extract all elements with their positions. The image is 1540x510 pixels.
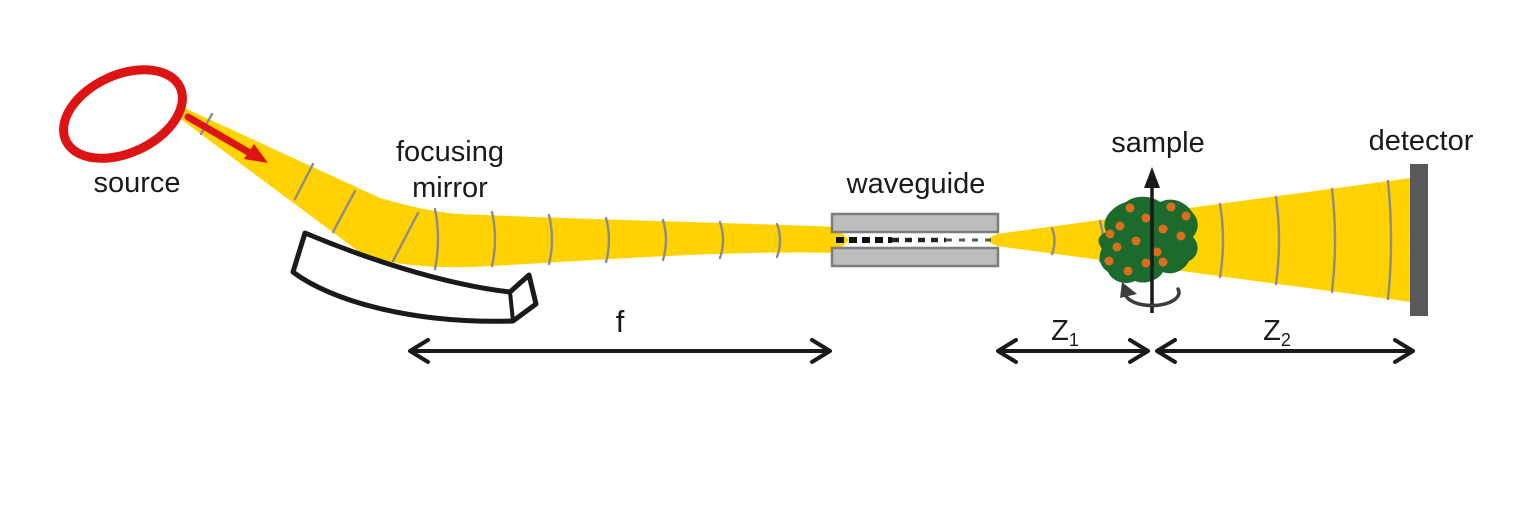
wavefront-line bbox=[604, 216, 611, 264]
beam-waveguide-to-detector bbox=[985, 178, 1411, 302]
focusing-mirror-end-facet bbox=[508, 291, 515, 322]
dim-arrow-f bbox=[408, 338, 832, 364]
wavefront-line bbox=[547, 213, 554, 266]
waveguide-top-plate bbox=[830, 212, 1000, 234]
focusing-mirror-body bbox=[290, 230, 539, 324]
wavefront-line bbox=[331, 189, 357, 234]
detector-bar bbox=[1410, 164, 1428, 316]
red-arrow-icon bbox=[244, 144, 268, 163]
z1-label: Z1 bbox=[1051, 315, 1079, 350]
wavefront-line bbox=[1050, 226, 1056, 256]
z2-base: Z bbox=[1263, 315, 1281, 347]
z2-label: Z2 bbox=[1263, 315, 1291, 350]
wavefront-line bbox=[293, 162, 315, 201]
sample bbox=[1098, 167, 1198, 313]
wavefront-line bbox=[718, 220, 725, 260]
wavefront-line bbox=[1386, 179, 1393, 301]
dimension-arrows bbox=[408, 338, 1415, 364]
wavefront-line bbox=[1330, 187, 1337, 294]
waveguide-label: waveguide bbox=[846, 168, 986, 200]
wavefront-line bbox=[775, 222, 782, 259]
sample-label: sample bbox=[1111, 127, 1205, 159]
up-arrow-icon bbox=[1144, 167, 1160, 188]
sample-particle-dots bbox=[1104, 202, 1191, 276]
source bbox=[59, 65, 268, 163]
source-emission-arrow bbox=[184, 113, 268, 163]
source-label: source bbox=[93, 167, 180, 199]
sample-blob bbox=[1098, 196, 1198, 283]
labels: source focusing mirror waveguide sample … bbox=[93, 125, 1473, 350]
z1-sub: 1 bbox=[1069, 330, 1079, 350]
z1-base: Z bbox=[1051, 315, 1069, 347]
wavefront-lines bbox=[199, 112, 1393, 301]
waveguide-bottom-plate bbox=[830, 246, 1000, 268]
waveguide bbox=[830, 212, 1000, 268]
focusing-mirror bbox=[290, 230, 539, 324]
focal-length-label: f bbox=[616, 304, 625, 339]
wavefront-line bbox=[661, 218, 668, 262]
wavefront-line bbox=[391, 211, 420, 263]
wavefront-line bbox=[1274, 195, 1281, 286]
xray-beam bbox=[176, 104, 1411, 302]
sample-rotation-arc bbox=[1120, 282, 1181, 308]
beam-source-to-waveguide bbox=[176, 104, 849, 268]
focusing-mirror-label-line1: focusing bbox=[396, 136, 504, 168]
dim-arrow-z2 bbox=[1155, 338, 1415, 364]
wavefront-line bbox=[1218, 202, 1225, 279]
wavefront-line bbox=[433, 207, 440, 271]
detector-label: detector bbox=[1369, 125, 1474, 157]
focusing-mirror-label-line2: mirror bbox=[412, 172, 488, 204]
dim-arrow-z1 bbox=[996, 338, 1150, 364]
source-ring-icon bbox=[59, 65, 187, 163]
wavefront-line bbox=[490, 210, 497, 268]
sample-rotation-axis-arrow bbox=[1144, 167, 1160, 313]
z2-sub: 2 bbox=[1281, 330, 1291, 350]
